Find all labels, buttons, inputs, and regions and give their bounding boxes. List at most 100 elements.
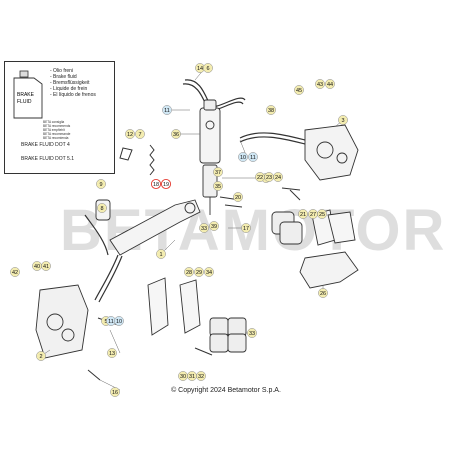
callout-22: 22 <box>255 172 265 182</box>
callout-label: 16 <box>112 390 118 396</box>
callout-label: 43 <box>317 82 323 88</box>
lever-hose <box>84 214 109 256</box>
callout-label: 1 <box>159 252 162 258</box>
callout-40: 40 <box>32 261 42 271</box>
lower-hose <box>94 254 119 301</box>
callout-20: 20 <box>233 192 243 202</box>
callout-label: 29 <box>196 270 202 276</box>
callout-43: 43 <box>315 79 325 89</box>
callout-label: 33 <box>201 226 207 232</box>
front-caliper <box>35 284 89 359</box>
callout-label: 34 <box>206 270 212 276</box>
callout-16: 16 <box>110 387 120 397</box>
callout-label: 41 <box>43 264 49 270</box>
dot-spec: BRAKE FLUID DOT 5.1 <box>21 156 74 162</box>
callout-label: 44 <box>327 82 333 88</box>
callout-label: 8 <box>100 206 103 212</box>
fluid-name: - Bremsflüssigkeit <box>50 80 90 86</box>
callout-label: 3 <box>341 118 344 124</box>
callout-45: 45 <box>294 85 304 95</box>
caliper-bracket <box>299 251 359 289</box>
callout-label: 36 <box>173 132 179 138</box>
callout-41: 41 <box>41 261 51 271</box>
bottle-label-line-2: FLUID <box>17 99 32 105</box>
callout-25: 25 <box>317 209 327 219</box>
callout-label: 17 <box>243 226 249 232</box>
brake-pads <box>147 209 356 336</box>
callout-label: 22 <box>257 175 263 181</box>
brake-fluid-info-box: BRAKE FLUID - Olio freni - Brake fluid -… <box>4 61 115 174</box>
callout-label: 13 <box>109 351 115 357</box>
callout-label: 11 <box>250 155 256 161</box>
callout-1: 1 <box>156 249 166 259</box>
rear-caliper <box>304 124 359 181</box>
callout-33: 33 <box>247 328 257 338</box>
callout-label: 11 <box>108 319 114 325</box>
callout-29: 29 <box>194 267 204 277</box>
recommend-line: BETA empfiehlt <box>43 128 65 132</box>
bottle-label-line-1: BRAKE <box>17 92 35 98</box>
callout-label: 31 <box>189 374 195 380</box>
callout-11: 11 <box>162 105 172 115</box>
callout-label: 37 <box>215 170 221 176</box>
callout-label: 2 <box>39 354 42 360</box>
callout-42: 42 <box>10 267 20 277</box>
callout-label: 33 <box>249 331 255 337</box>
callout-35: 35 <box>213 181 223 191</box>
callout-label: 23 <box>266 175 272 181</box>
callout-label: 10 <box>240 155 246 161</box>
callout-26: 26 <box>318 288 328 298</box>
callout-13: 13 <box>107 348 117 358</box>
callout-6: 6 <box>203 63 213 73</box>
callout-label: 28 <box>186 270 192 276</box>
callout-31: 31 <box>187 371 197 381</box>
callout-44: 44 <box>325 79 335 89</box>
recommend-line: BETA consiglia <box>43 120 65 124</box>
callout-label: 26 <box>320 291 326 297</box>
fluid-name: - Brake fluid <box>50 74 77 80</box>
brake-fluid-bottle-icon: BRAKE FLUID <box>13 70 43 119</box>
lower-hose-outer <box>98 255 123 303</box>
callout-18: 18 <box>150 178 162 190</box>
rear-hose-outer <box>239 136 306 145</box>
callout-27: 27 <box>308 209 318 219</box>
callout-label: 7 <box>138 132 141 138</box>
svg-text:BETAMOTOR: BETAMOTOR <box>60 198 446 263</box>
fluid-name: - El líquido de frenos <box>50 92 96 98</box>
callout-label: 14 <box>197 66 203 72</box>
callout-3: 3 <box>338 115 348 125</box>
callout-label: 11 <box>164 108 170 114</box>
callout-label: 30 <box>180 374 186 380</box>
callout-label: 12 <box>127 132 133 138</box>
callout-label: 45 <box>296 88 302 94</box>
recommend-line: BETA recommande <box>43 132 71 136</box>
callout-32: 32 <box>196 371 206 381</box>
copyright-notice: © Copyright 2024 Betamotor S.p.A. <box>171 387 281 394</box>
callout-37: 37 <box>213 167 223 177</box>
callout-38: 38 <box>266 105 276 115</box>
callout-2: 2 <box>36 351 46 361</box>
callout-label: 5 <box>104 319 107 325</box>
callout-label: 38 <box>268 108 274 114</box>
callout-label: 32 <box>198 374 204 380</box>
callout-label: 35 <box>215 184 221 190</box>
callout-label: 25 <box>319 212 325 218</box>
watermark: BETAMOTOR <box>60 198 446 263</box>
callout-19: 19 <box>160 178 172 190</box>
callout-39: 39 <box>209 221 219 231</box>
callout-label: 6 <box>206 66 209 72</box>
callout-30: 30 <box>178 371 188 381</box>
callout-label: 18 <box>153 182 159 188</box>
callout-33: 33 <box>199 223 209 233</box>
callout-label: 24 <box>275 175 281 181</box>
callout-label: 40 <box>34 264 40 270</box>
callout-24: 24 <box>273 172 283 182</box>
part-callouts: 1464344451138363127101137354918192223248… <box>10 63 348 397</box>
callout-10: 10 <box>114 316 124 326</box>
callout-label: 42 <box>12 270 18 276</box>
callout-10: 10 <box>238 152 248 162</box>
callout-9: 9 <box>96 179 106 189</box>
fluid-name: - Liquide de frein <box>50 86 88 92</box>
callout-17: 17 <box>241 223 251 233</box>
